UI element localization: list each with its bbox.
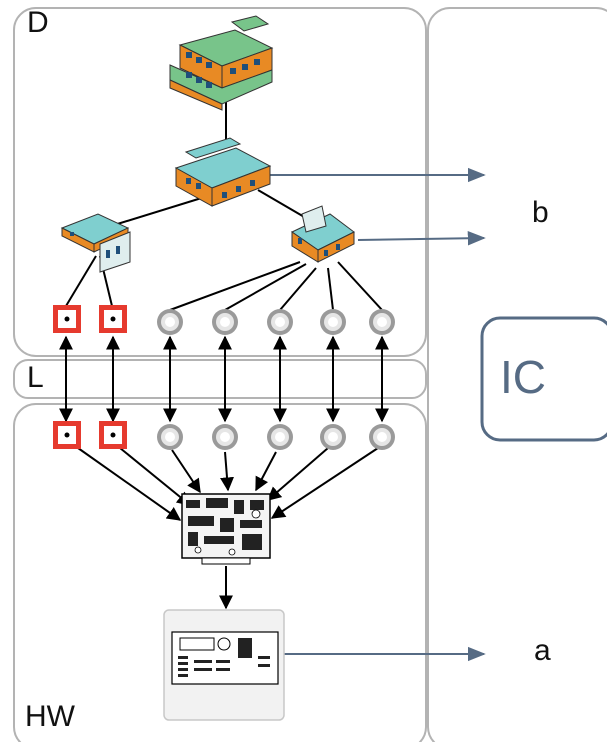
round-sensor-top-2 [212,309,238,335]
round-sensor-bottom-2 [212,424,238,450]
domain-label: D [27,6,49,39]
floor-plan-icon [174,137,272,207]
label-a: a [534,634,551,667]
round-sensor-top-3 [267,309,293,335]
square-sensor-bottom-2 [99,421,127,449]
round-sensors-bottom [157,424,395,450]
controller-device-icon [163,609,285,721]
circuit-board-icon [181,493,271,565]
link-panel [13,359,427,399]
round-sensor-top-1 [157,309,183,335]
round-sensor-bottom-4 [320,424,346,450]
square-sensor-top-2 [99,305,127,333]
ic-box [480,316,607,442]
round-sensor-bottom-5 [369,424,395,450]
board-arrows [77,447,379,610]
round-sensor-bottom-3 [267,424,293,450]
square-sensor-bottom-1 [53,421,81,449]
link-arrows [59,335,389,423]
round-sensor-top-4 [320,309,346,335]
label-b: b [532,196,549,229]
arrow-to-b-2 [357,231,486,246]
building-3d-icon [169,15,274,111]
floor-room-right-icon [291,205,355,263]
link-label: L [27,361,44,394]
tree-lines [65,102,383,311]
round-sensor-top-5 [369,309,395,335]
right-panel [427,7,607,742]
round-sensors-top [157,309,395,335]
floor-room-left-icon [60,213,131,273]
round-sensor-bottom-1 [157,424,183,450]
hardware-label: HW [25,700,75,733]
square-sensor-top-1 [53,305,81,333]
ic-label: IC [500,351,546,403]
